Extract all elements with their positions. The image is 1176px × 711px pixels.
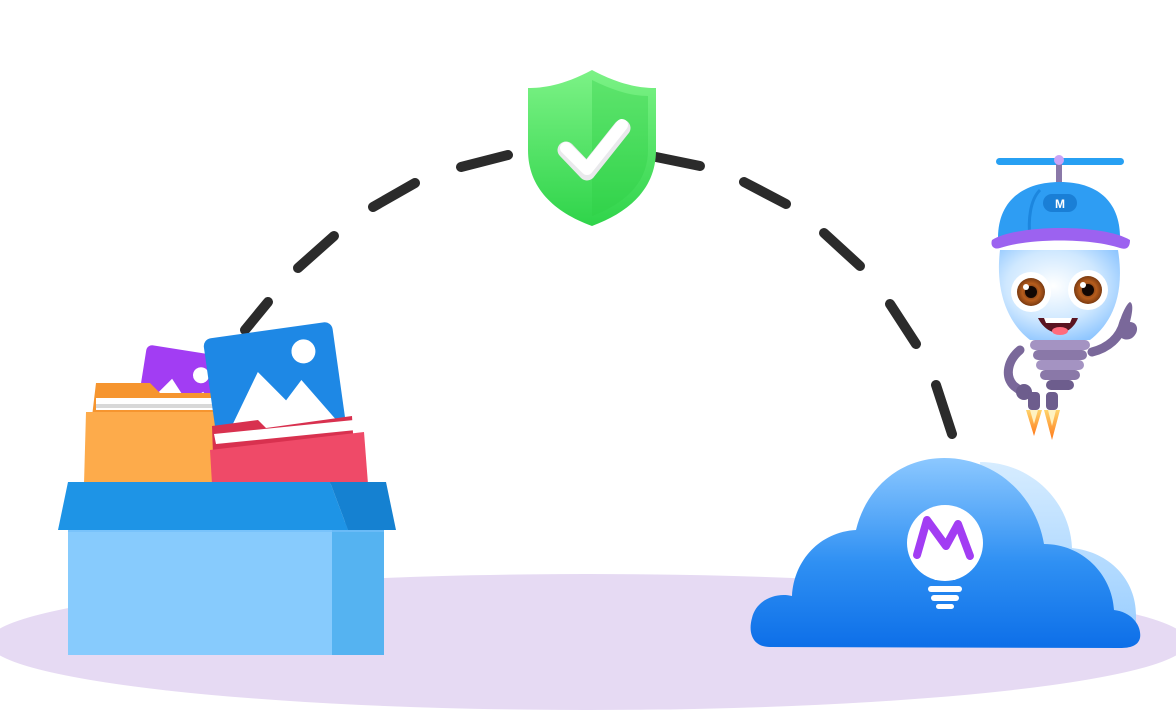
lightbulb-mascot-icon: M	[991, 155, 1138, 440]
cloud-bulb-logo	[907, 505, 983, 609]
transfer-arc	[240, 150, 957, 439]
box-lid-right	[330, 482, 396, 530]
folder-orange	[84, 383, 238, 484]
box-lid-left	[58, 482, 348, 530]
box-side	[332, 522, 384, 655]
folder-red	[210, 416, 368, 484]
shield-check-icon	[528, 70, 656, 226]
cloud-lightbulb-icon	[750, 458, 1141, 648]
mascot-cap-letter: M	[1055, 197, 1065, 211]
archive-box-icon	[58, 322, 396, 655]
box-front	[68, 522, 340, 655]
mascot-visor	[991, 228, 1130, 249]
